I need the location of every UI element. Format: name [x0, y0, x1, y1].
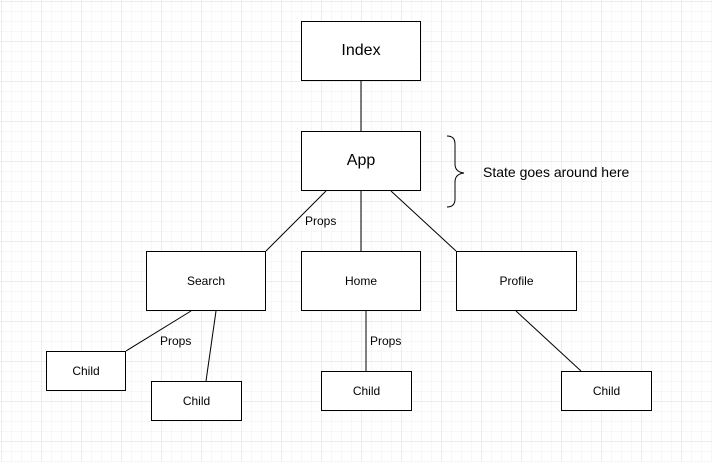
search-node: Search — [146, 251, 266, 311]
props-label-app: Props — [305, 214, 337, 228]
edge-search-child-1 — [125, 310, 192, 352]
home-node: Home — [301, 251, 421, 311]
profile-node: Profile — [456, 251, 577, 311]
index-node: Index — [301, 21, 421, 81]
search-child-2-node: Child — [151, 381, 242, 421]
edge-app-search — [265, 190, 327, 252]
curly-brace — [446, 135, 465, 208]
props-label-home: Props — [370, 334, 402, 348]
props-label-search: Props — [160, 334, 192, 348]
profile-child-node: Child — [561, 371, 652, 411]
home-child-node: Child — [321, 371, 412, 411]
search-child-1-node: Child — [46, 351, 126, 391]
state-annotation: State goes around here — [483, 164, 630, 180]
edge-search-child-2 — [205, 310, 217, 382]
edge-profile-child — [515, 310, 582, 372]
app-node: App — [301, 131, 421, 191]
edge-app-profile — [390, 190, 457, 252]
